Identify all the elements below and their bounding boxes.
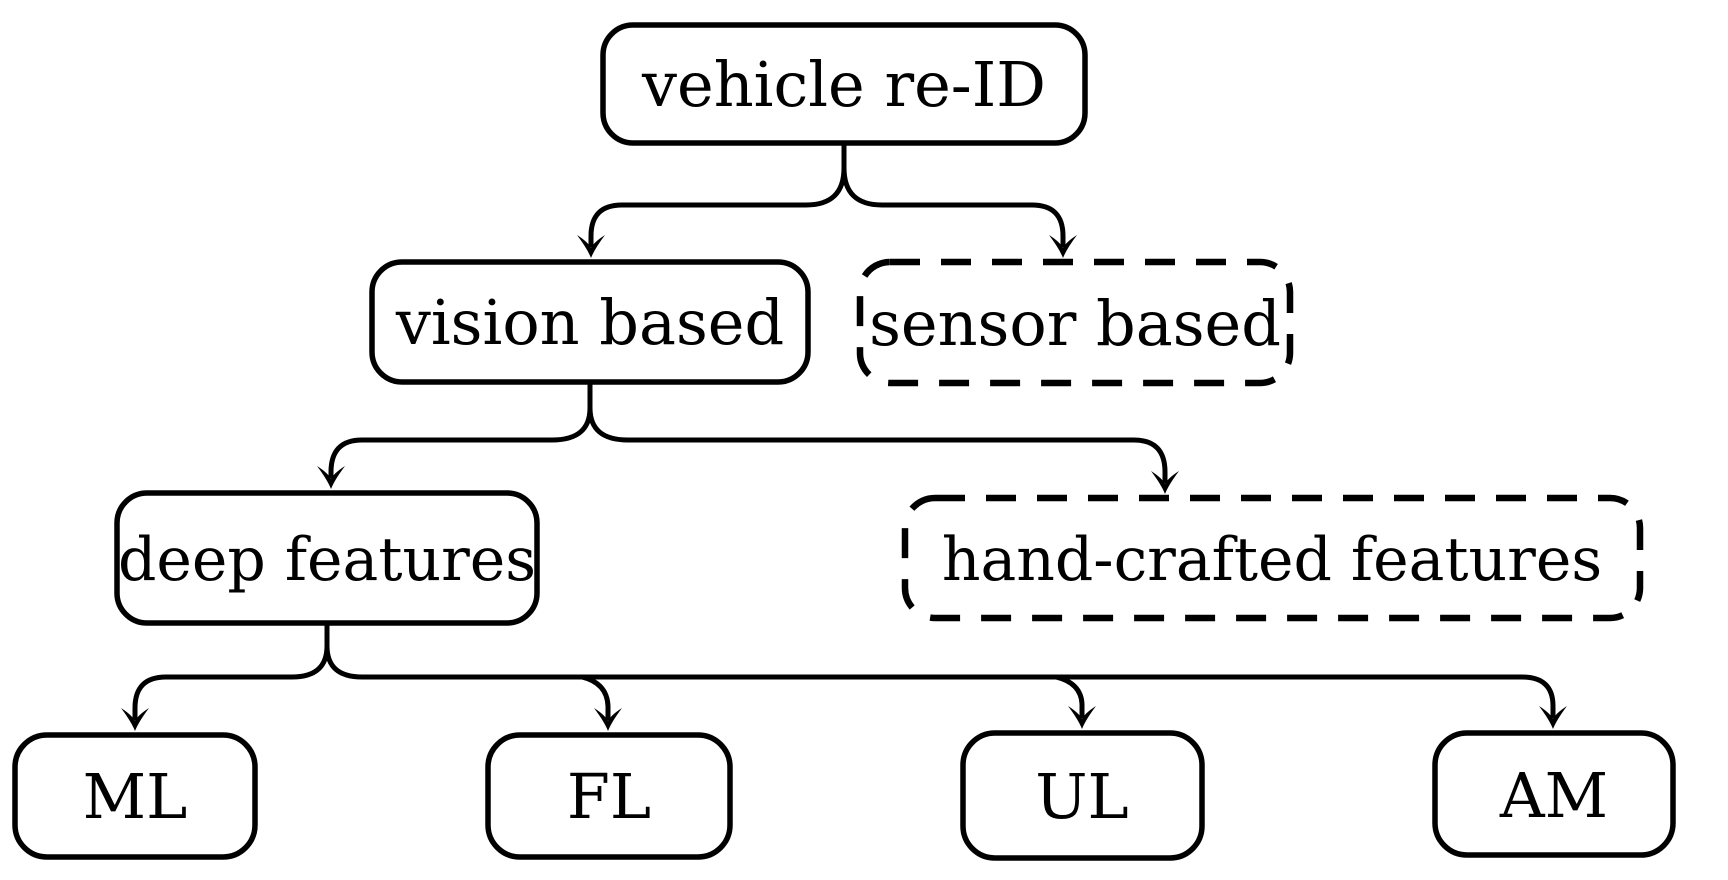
edge-deep-ml: [132, 620, 330, 721]
node-ml-label: ML: [83, 760, 188, 833]
node-vision-based: vision based: [369, 259, 811, 385]
node-ul: UL: [960, 730, 1205, 861]
node-fl: FL: [485, 732, 733, 860]
node-ul-label: UL: [1035, 760, 1128, 833]
edge-vision-deep: [328, 379, 593, 479]
node-deep-features-label: deep features: [118, 525, 536, 595]
edge-deep-am: [324, 620, 1556, 719]
node-am-label: AM: [1499, 759, 1608, 832]
edge-root-vision: [588, 140, 847, 248]
edge-root-sensor: [841, 140, 1066, 248]
node-sensor-based: sensor based: [856, 258, 1294, 387]
node-vision-based-label: vision based: [395, 286, 784, 359]
arrowhead-vision: [577, 235, 605, 258]
node-am-box: [1432, 730, 1676, 858]
edge-vision-handcrafted: [587, 379, 1168, 484]
arrowhead-handcrafted: [1151, 471, 1179, 494]
arrowhead-am: [1539, 706, 1567, 729]
node-fl-box: [485, 732, 733, 860]
node-ml: ML: [12, 732, 258, 860]
edges: [121, 140, 1567, 731]
node-deep-features-box: [114, 490, 540, 626]
node-vehicle-re-id-label: vehicle re-ID: [641, 48, 1046, 121]
arrowhead-sensor: [1049, 235, 1077, 258]
nodes: vehicle re-ID vision based sensor based …: [12, 22, 1676, 861]
node-vehicle-re-id-box: [600, 22, 1088, 146]
node-sensor-based-box: [856, 258, 1294, 387]
node-fl-label: FL: [567, 760, 651, 833]
node-ul-box: [960, 730, 1205, 861]
node-hand-crafted-features: hand-crafted features: [901, 494, 1644, 622]
node-hand-crafted-features-box: [901, 494, 1644, 622]
arrowhead-ul: [1068, 706, 1096, 729]
arrowhead-fl: [594, 708, 622, 731]
edge-deep-fl: [579, 674, 611, 721]
node-vehicle-re-id: vehicle re-ID: [600, 22, 1088, 146]
arrowhead-deep: [317, 466, 345, 489]
arrowhead-ml: [121, 708, 149, 731]
node-sensor-based-label: sensor based: [869, 287, 1281, 360]
node-deep-features: deep features: [114, 490, 540, 626]
edge-deep-ul: [1053, 674, 1085, 719]
node-vision-based-box: [369, 259, 811, 385]
node-ml-box: [12, 732, 258, 860]
node-am: AM: [1432, 730, 1676, 858]
node-hand-crafted-features-label: hand-crafted features: [942, 525, 1602, 595]
